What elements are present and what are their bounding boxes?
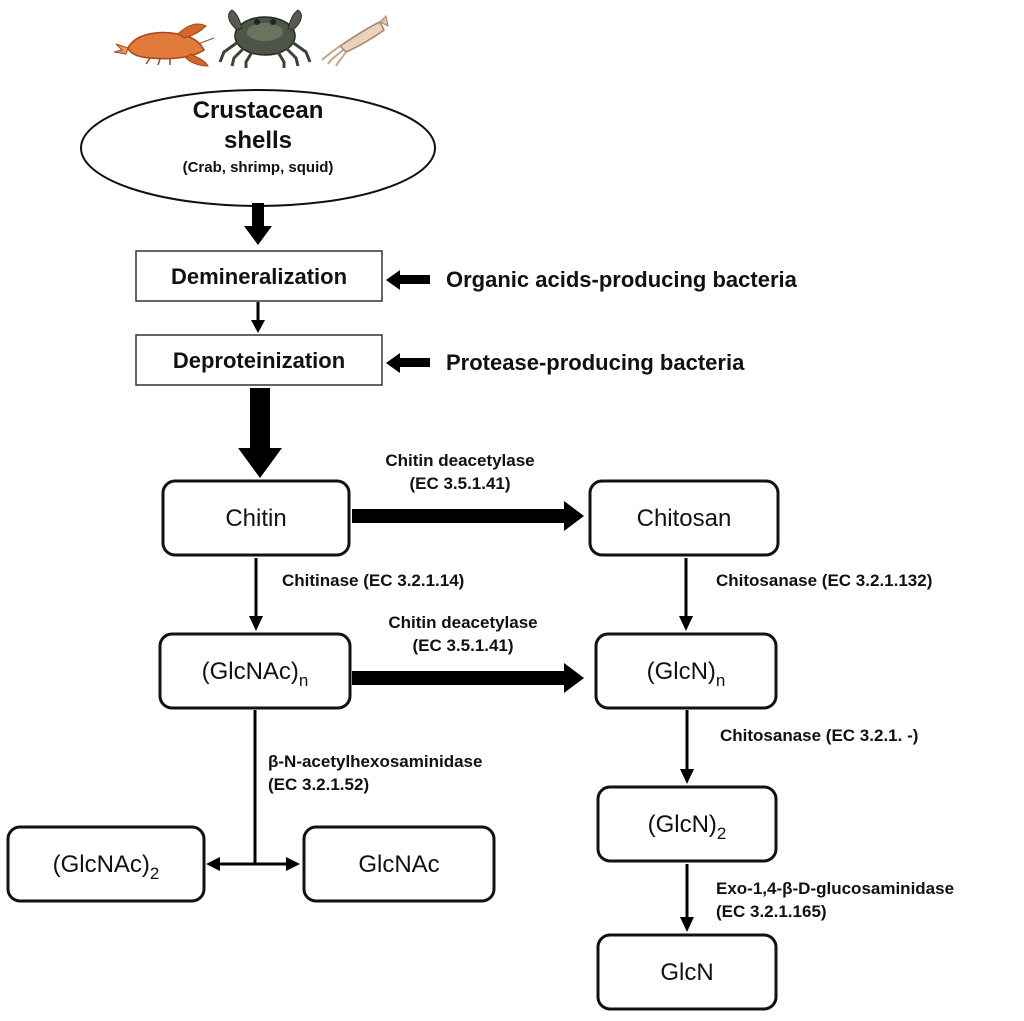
glucosaminidase-ec: (EC 3.2.1.165): [716, 902, 827, 921]
arrow-chitin-to-glcnac-n: [249, 558, 263, 631]
organic-acids-bacteria-label: Organic acids-producing bacteria: [446, 267, 798, 292]
crab-icon: [218, 9, 312, 68]
arrow-bacteria-to-demineralization: [386, 270, 430, 290]
glcnac-n-label: (GlcNAc): [202, 658, 299, 685]
glcn-node: GlcN: [596, 933, 778, 1011]
chitin-node: Chitin: [161, 479, 351, 557]
glcn-n-subscript: n: [716, 671, 725, 690]
crayfish-icon: [113, 23, 215, 67]
source-title: Crustacean: [193, 97, 324, 124]
chitosanase-2-label: Chitosanase (EC 3.2.1. -): [720, 726, 918, 745]
glcnac-2-label: (GlcNAc): [53, 851, 150, 878]
chitosan-label: Chitosan: [637, 505, 732, 532]
chitosan-node: Chitosan: [588, 479, 780, 557]
glcn-2-node: (GlcN)2: [596, 785, 778, 863]
arrow-chitin-to-chitosan: [352, 501, 584, 531]
hexosaminidase-name: β-N-acetylhexosaminidase: [268, 752, 482, 771]
arrow-glcnac-n-to-glcn-n: [352, 663, 584, 693]
glcn-2-label: (GlcN): [648, 811, 717, 838]
arrow-demineralization-to-deproteinization: [251, 302, 265, 333]
crustacean-shells-node: Crustacean shells (Crab, shrimp, squid): [80, 89, 436, 207]
svg-text:(GlcNAc)2: (GlcNAc)2: [53, 851, 160, 883]
arrow-glcnac-n-branch: [206, 710, 300, 871]
demineralization-label: Demineralization: [171, 264, 347, 289]
svg-text:(GlcN)2: (GlcN)2: [648, 811, 727, 843]
deacetylase-1-ec: (EC 3.5.1.41): [409, 474, 510, 493]
glcn-2-subscript: 2: [717, 824, 726, 843]
arrow-glcn-n-to-glcn-2: [680, 710, 694, 784]
demineralization-box: Demineralization: [135, 250, 383, 302]
glcn-n-label: (GlcN): [647, 658, 716, 685]
svg-text:(GlcN)n: (GlcN)n: [647, 658, 726, 690]
glcnac-node: GlcNAc: [302, 825, 496, 903]
source-title-line2: shells: [224, 127, 292, 154]
arrow-glcn-2-to-glcn: [680, 864, 694, 932]
glucosaminidase-name: Exo-1,4-β-D-glucosaminidase: [716, 879, 954, 898]
arrow-chitosan-to-glcn-n: [679, 558, 693, 631]
deacetylase-2-name: Chitin deacetylase: [388, 613, 537, 632]
arrow-shells-to-demineralization: [244, 203, 272, 245]
chitosanase-1-label: Chitosanase (EC 3.2.1.132): [716, 571, 932, 590]
deproteinization-label: Deproteinization: [173, 348, 345, 373]
glcnac-2-node: (GlcNAc)2: [6, 825, 206, 903]
squid-icon: [321, 14, 389, 67]
chitinase-label: Chitinase (EC 3.2.1.14): [282, 571, 464, 590]
glcn-label: GlcN: [660, 959, 713, 986]
glcnac-2-subscript: 2: [150, 864, 159, 883]
arrow-deproteinization-to-chitin: [238, 388, 282, 478]
deacetylase-1-name: Chitin deacetylase: [385, 451, 534, 470]
svg-text:(GlcNAc)n: (GlcNAc)n: [202, 658, 309, 690]
source-subtitle: (Crab, shrimp, squid): [183, 159, 334, 176]
chitin-label: Chitin: [225, 505, 286, 532]
deacetylase-2-ec: (EC 3.5.1.41): [412, 636, 513, 655]
protease-bacteria-label: Protease-producing bacteria: [446, 350, 745, 375]
glcnac-n-subscript: n: [299, 671, 308, 690]
hexosaminidase-ec: (EC 3.2.1.52): [268, 775, 369, 794]
glcn-n-node: (GlcN)n: [594, 632, 778, 710]
glcnac-label: GlcNAc: [358, 851, 439, 878]
arrow-bacteria-to-deproteinization: [386, 353, 430, 373]
glcnac-n-node: (GlcNAc)n: [158, 632, 352, 710]
deproteinization-box: Deproteinization: [135, 334, 383, 386]
